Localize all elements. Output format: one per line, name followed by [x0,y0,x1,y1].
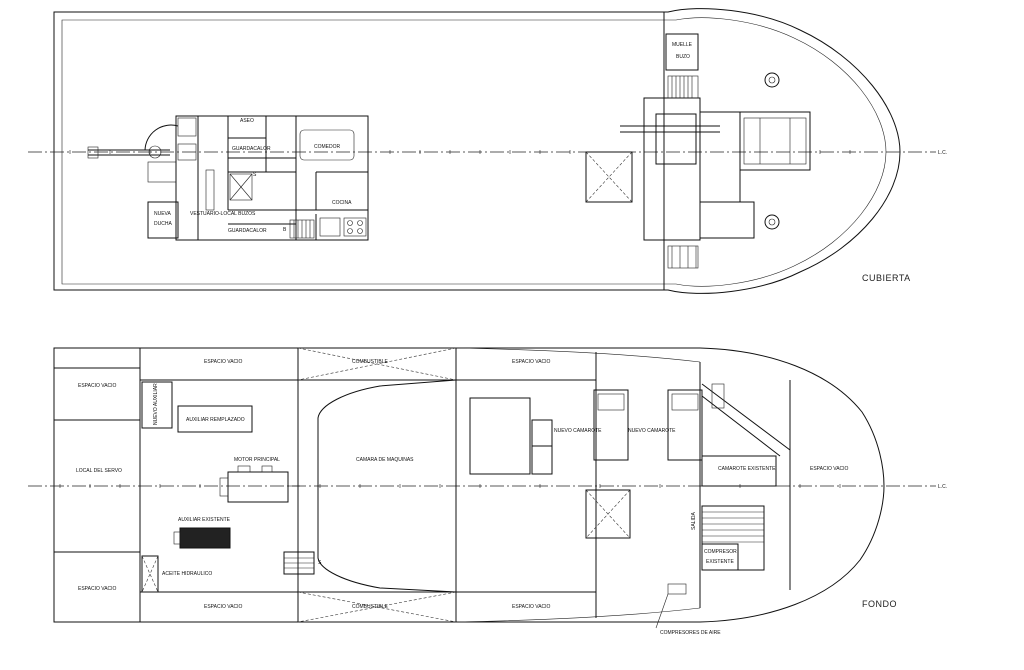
bottom-stair-s-label: S [318,560,322,566]
engine-room-boundary [317,379,457,593]
guardacalor-bottom-label: GUARDACALOR [228,228,267,234]
combustible-bottom-tank [297,591,457,623]
deckhouse [147,115,369,241]
compresores-aire-unit [667,583,687,595]
deck-lc-label: L.C. [938,150,947,156]
espacio-vacio-t2-label: ESPACIO VACIO [512,359,551,365]
espacio-vacio-b2-label: ESPACIO VACIO [512,604,551,610]
bottom-view-title: FONDO [862,599,897,609]
bottom-center-ticks [59,484,841,488]
auxiliar-existente [173,527,231,549]
deck-hatch [585,151,633,203]
espacio-vacio-t1-label: ESPACIO VACIO [204,359,243,365]
auxiliar-remplazado-box [177,405,253,433]
deck-center-ticks [69,150,851,154]
main-engine [219,465,300,503]
nuevo-camarote-1-label: NUEVO CAMAROTE [554,428,602,434]
deck-view: L.C. [28,8,947,294]
wheelhouse [620,33,811,269]
espacio-vacio-b1-label: ESPACIO VACIO [204,604,243,610]
compresor-existente-box [701,543,739,571]
auxiliar-existente-label: AUXILIAR EXISTENTE [178,517,231,523]
cocina-label: COCINA [332,200,352,206]
deck-view-title: CUBIERTA [862,273,911,283]
espacio-vacio-bl-label: ESPACIO VACIO [78,586,117,592]
guardacalor-top-label: GUARDACALOR [232,146,271,152]
bottom-hull-inner [455,347,701,623]
bottom-lc-label: L.C. [938,484,947,490]
combustible-bottom-label: COMBUSTIBLE [352,604,389,610]
deck-stair-s-label: S [253,172,257,178]
deck-stair-b-label: B [283,227,287,233]
comedor-label: COMEDOR [314,144,341,150]
aseo-label: ASEO [240,118,254,124]
vestuario-label: VESTUARIO-LOCAL BUZOS [190,211,256,217]
bottom-hatch [585,489,631,539]
nueva-label: NUEVA [154,211,172,217]
espacio-vacio-tl-label: ESPACIO VACIO [78,383,117,389]
cabins [469,383,791,487]
bottom-view: L.C. [28,347,947,636]
combustible-top-label: COMBUSTIBLE [352,359,389,365]
auxiliar-remplazado-label: AUXILIAR REMPLAZADO [186,417,245,423]
ducha-label: DUCHA [154,221,172,227]
compresor-existente-label-2: EXISTENTE [706,559,734,565]
motor-principal-label: MOTOR PRINCIPAL [234,457,280,463]
local-servo-label: LOCAL DEL SERVO [76,468,122,474]
aceite-hidraulico-tank [141,555,159,593]
bottom-hull-outline [53,347,885,623]
buzo-label: BUZO [676,54,690,60]
deck-hull-outline [53,8,901,294]
compresores-aire-label: COMPRESORES DE AIRE [660,630,721,636]
combustible-top-tank [297,347,457,381]
salida-label: SALIDA [691,512,697,530]
nuevo-auxiliar-box [141,381,173,429]
nuevo-auxiliar-label: NUEVO AUXILIAR [153,383,159,425]
espacio-vacio-bow-label: ESPACIO VACIO [810,466,849,472]
aceite-hidraulico-label: ACEITE HIDRAULICO [162,571,212,577]
nuevo-camarote-2-label: NUEVO CAMAROTE [628,428,676,434]
aft-crane [87,124,179,183]
camara-maquinas-label: CAMARA DE MAQUINAS [356,457,414,463]
muelle-label: MUELLE [672,42,693,48]
compresor-existente-label-1: COMPRESOR [704,549,737,555]
camarote-existente-label: CAMAROTE EXISTENTE [718,466,776,472]
